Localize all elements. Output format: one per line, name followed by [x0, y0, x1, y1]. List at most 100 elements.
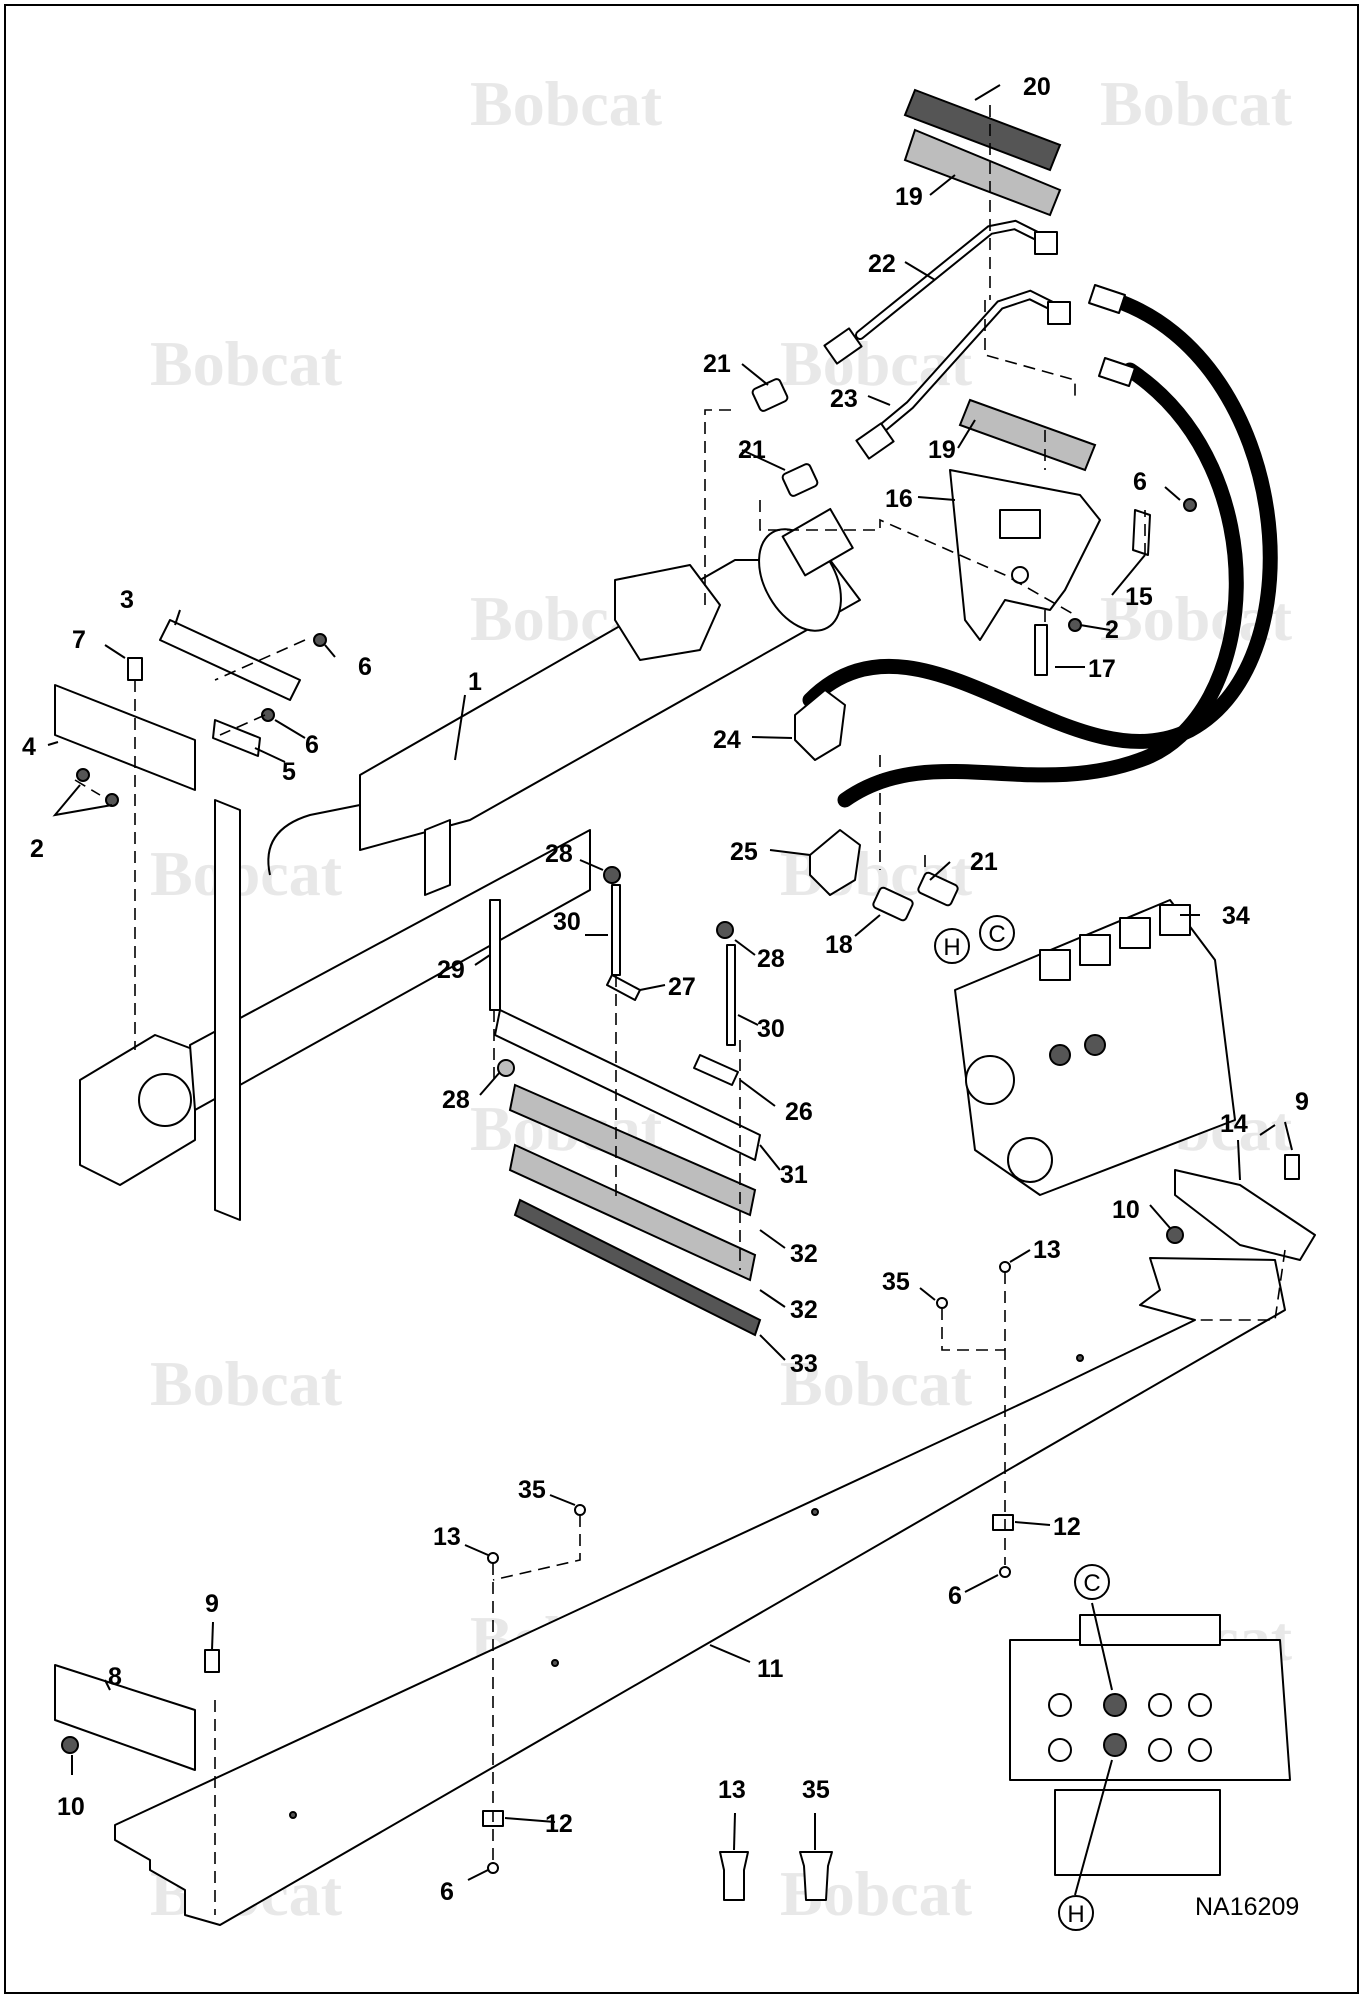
watermark: Bobcat [470, 68, 663, 139]
callout: 25 [730, 838, 758, 866]
hose-fitting [1098, 357, 1136, 387]
callout: 6 [440, 1878, 454, 1906]
adapter-fitting-18 [872, 886, 914, 922]
cylinder-barrel [359, 559, 861, 851]
watermark: Bobcat [150, 838, 343, 909]
watermark: Bobcat [1100, 68, 1293, 139]
drawing-code: NA16209 [1195, 1893, 1299, 1921]
callout: 6 [1133, 468, 1147, 496]
callout: 21 [738, 436, 766, 464]
valve-solenoid [1119, 917, 1151, 949]
screw-2 [1068, 618, 1082, 632]
screw-35 [936, 1297, 948, 1309]
callout: 27 [668, 973, 696, 1001]
washer-28 [497, 1059, 515, 1077]
screw-13 [487, 1552, 499, 1564]
bracket-15 [1132, 509, 1151, 556]
callout: 31 [780, 1161, 808, 1189]
inset-port-c [1103, 1693, 1127, 1717]
callout: 24 [713, 726, 741, 754]
cylinder-mount-plate [424, 819, 451, 896]
nut-6 [999, 1566, 1011, 1578]
inset-port [1048, 1693, 1072, 1717]
clip-12 [992, 1514, 1014, 1531]
callout: 2 [1105, 616, 1119, 644]
steel-tube-22 [855, 219, 1050, 340]
callout: 16 [885, 485, 913, 513]
port-marker-h-label: H [1067, 1901, 1084, 1928]
tube-nut [855, 422, 895, 460]
cover-plate-11 [114, 1257, 1286, 1926]
cylinder-port-block [781, 507, 854, 577]
screw-2 [76, 768, 90, 782]
rod-eye-bore [138, 1073, 192, 1127]
port-marker-c-label: C [988, 921, 1005, 948]
stud-30 [611, 884, 621, 976]
nut-6 [261, 708, 275, 722]
valve-port [1007, 1137, 1053, 1183]
bolt-9 [1284, 1154, 1300, 1180]
mounting-bracket-16 [949, 469, 1101, 641]
assembly-lines [74, 105, 1286, 1915]
hose-fitting [1088, 284, 1126, 314]
screw-2 [105, 793, 119, 807]
valve-port-h [1084, 1034, 1106, 1056]
clamp-half-19 [958, 398, 1097, 472]
callout: 35 [802, 1776, 830, 1804]
bracket-3 [159, 619, 301, 701]
watermark: Bobcat [780, 1348, 973, 1419]
bolt-29 [489, 899, 501, 1011]
callout: 20 [1023, 73, 1051, 101]
callout: 21 [703, 350, 731, 378]
callout: 8 [108, 1663, 122, 1691]
callout: 7 [72, 626, 86, 654]
callout: 23 [830, 385, 858, 413]
inset-port [1048, 1738, 1072, 1762]
cylinder-mount-plate [214, 799, 241, 1221]
callout: 33 [790, 1350, 818, 1378]
valve-block-on-cylinder [614, 564, 721, 661]
callout: 32 [790, 1240, 818, 1268]
adapter-fitting-21 [781, 463, 819, 497]
elbow-fitting-24 [794, 689, 846, 761]
clamp-half-19 [903, 128, 1062, 217]
callout: 26 [785, 1098, 813, 1126]
hydraulic-hose-lower [837, 362, 1244, 808]
callout: 28 [442, 1086, 470, 1114]
clamp-half-32 [508, 1143, 757, 1282]
callout-labels: 1 2 2 3 4 5 6 6 6 6 6 7 8 9 9 10 10 11 1… [22, 73, 1309, 1906]
bolt-9 [204, 1649, 220, 1673]
callout: 10 [57, 1793, 85, 1821]
port-marker-h-label: H [943, 934, 960, 961]
nut-6 [1183, 498, 1197, 512]
port-marker-h [934, 928, 970, 964]
callout: 21 [970, 848, 998, 876]
callout: 35 [518, 1476, 546, 1504]
adapter-fitting-21 [751, 378, 789, 412]
nut-6 [313, 633, 327, 647]
valve-port-c [1049, 1044, 1071, 1066]
callout: 19 [928, 436, 956, 464]
callout: 19 [895, 183, 923, 211]
valve-solenoid [1159, 904, 1191, 936]
port-marker-c [979, 915, 1015, 951]
callout: 30 [757, 1015, 785, 1043]
bracket-slot [999, 509, 1041, 539]
inset-port [1188, 1738, 1212, 1762]
callout: 2 [30, 835, 44, 863]
valve-solenoid [1039, 949, 1071, 981]
clamp-plate-31 [494, 1009, 761, 1161]
diagram-frame [4, 4, 1359, 1994]
callout: 15 [1125, 583, 1153, 611]
clamp-half-32 [508, 1083, 757, 1217]
watermark: Bobcat [150, 1348, 343, 1419]
clip-26 [693, 1054, 739, 1086]
nut-10 [61, 1736, 79, 1754]
tube-nut [1047, 301, 1071, 325]
callout: 35 [882, 1268, 910, 1296]
inset-port-h [1103, 1733, 1127, 1757]
screw-35-detail [799, 1851, 833, 1901]
callout: 22 [868, 250, 896, 278]
bracket-8 [54, 1664, 196, 1771]
